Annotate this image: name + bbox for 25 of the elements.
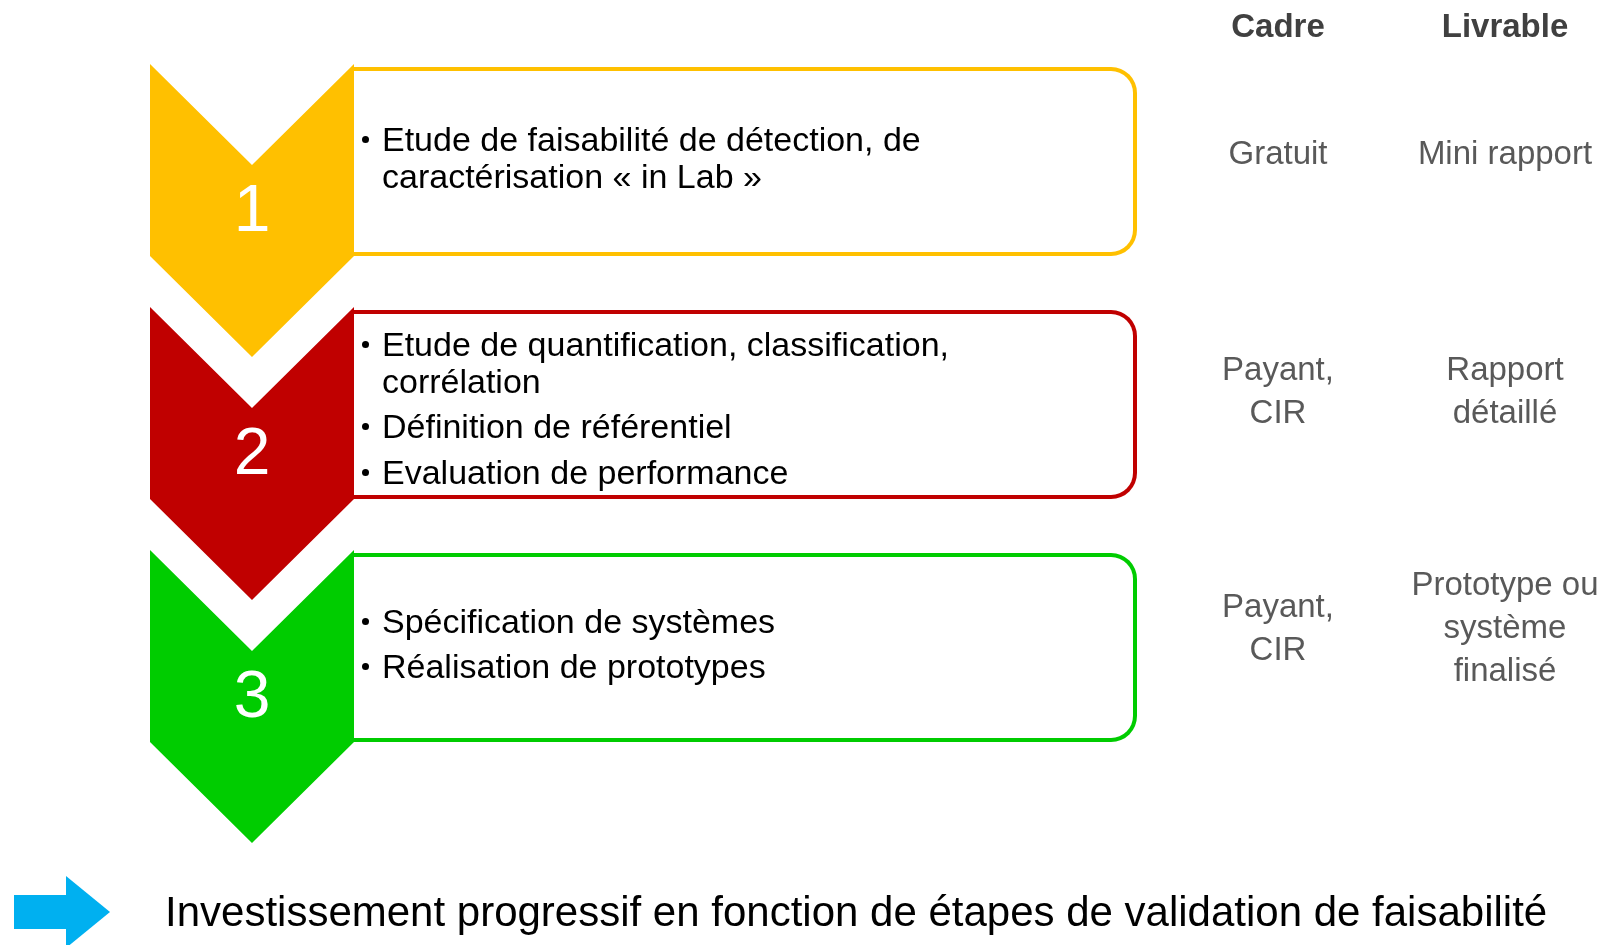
table-cell-text: Prototype ou système finalisé [1410,564,1600,690]
table-cell-text: Gratuit [1227,133,1329,173]
chevron-shape [150,307,354,600]
table-cell-text: Payant, CIR [1221,349,1335,432]
rounded-panel [354,67,1137,256]
table-cell-text: Rapport détaillé [1445,349,1565,432]
rounded-panel [354,310,1137,499]
step-number: 3 [232,661,272,727]
bullet-text: Réalisation de prototypes [382,648,767,685]
bullet-text: Définition de référentiel [382,408,733,445]
rounded-panel [354,553,1137,742]
bullet-text: Spécification de systèmes [382,603,777,640]
bullet-text: Etude de faisabilité de détection, de caractérisation « in Lab » [382,121,922,195]
block-arrow [14,876,110,945]
chevron-shape [150,64,354,357]
summary-text: Investissement progressif en fonction de étapes de validation de faisabilité [110,889,1548,935]
chevron-shape [150,550,354,843]
table-cell-text: Mini rapport [1416,133,1594,173]
step-number: 1 [232,175,272,241]
step-number: 2 [232,418,272,484]
column-header: Livrable [1440,6,1570,46]
bullet-text: Etude de quantification, classification, corrélation [382,326,950,400]
table-cell-text: Payant, CIR [1221,586,1335,669]
column-header: Cadre [1230,6,1326,46]
bullet-text: Evaluation de performance [382,454,790,491]
